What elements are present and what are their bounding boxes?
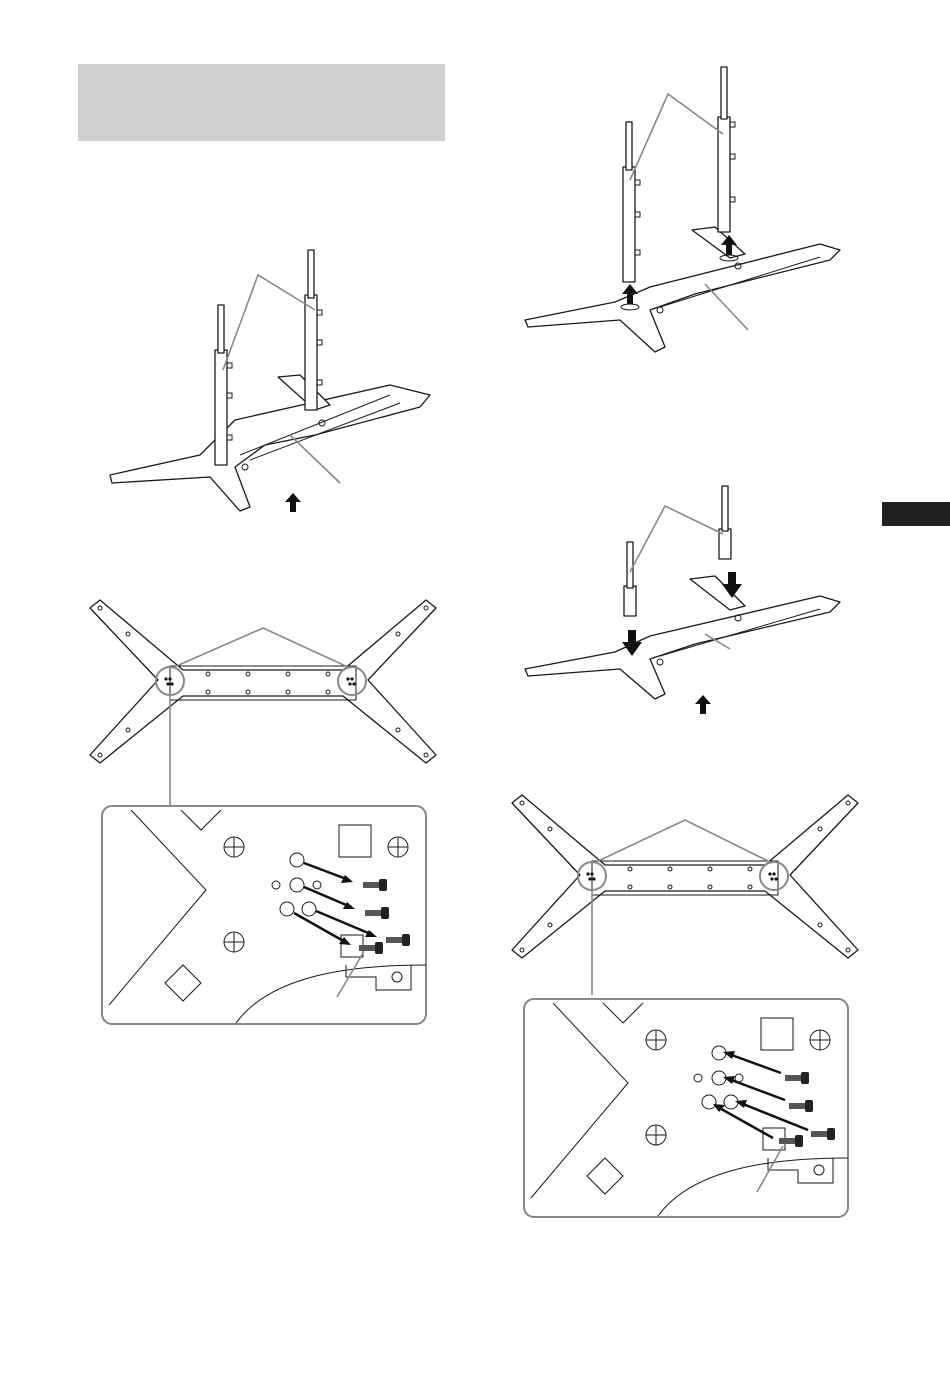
stand-with-posts-illustration bbox=[100, 245, 440, 525]
section-heading-banner bbox=[78, 64, 445, 141]
screw-detail-left-illustration bbox=[101, 805, 427, 1025]
stand-post-left bbox=[215, 350, 227, 465]
stand-base bbox=[525, 596, 840, 699]
stand-inserting-posts-illustration bbox=[520, 484, 850, 719]
base-callout-leader bbox=[290, 435, 340, 483]
base-underside-right-illustration bbox=[510, 795, 860, 965]
base-underside-outline bbox=[90, 600, 436, 763]
base-underside-left-illustration bbox=[88, 600, 438, 770]
stand-removing-posts-illustration bbox=[520, 62, 850, 352]
chapter-side-tab bbox=[882, 502, 950, 526]
post-callout-leader bbox=[630, 94, 723, 180]
stand-post-right bbox=[718, 117, 730, 232]
stand-post-right bbox=[305, 295, 317, 410]
base-callout-leader bbox=[705, 284, 748, 330]
stand-post-left bbox=[623, 167, 635, 282]
screw-location-leader bbox=[172, 628, 350, 668]
stand-base bbox=[525, 244, 840, 352]
up-arrow-icon bbox=[695, 695, 711, 714]
stand-post-left bbox=[624, 586, 636, 616]
stand-base bbox=[110, 385, 430, 511]
screw-location-leader bbox=[594, 820, 772, 863]
post-callout-leader bbox=[630, 506, 723, 572]
post-callout-leader bbox=[223, 275, 315, 370]
up-arrow-icon bbox=[285, 493, 301, 512]
screw-detail-right-illustration bbox=[523, 998, 849, 1218]
